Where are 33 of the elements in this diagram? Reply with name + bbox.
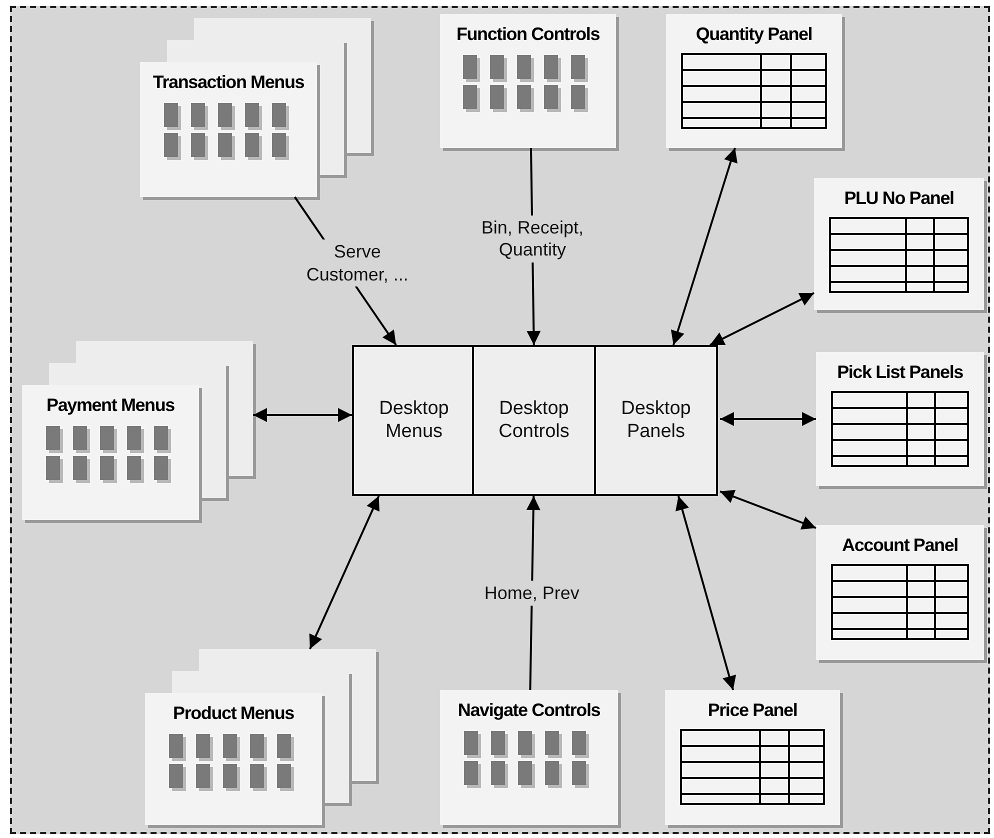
arrow: [710, 292, 814, 346]
menu-card-stack: [22, 341, 256, 523]
menu-card-stack: [140, 18, 374, 200]
arrow: [720, 490, 816, 530]
arrow: [720, 412, 816, 426]
panel-card: [816, 352, 984, 486]
section-label: Desktop Panels: [620, 398, 692, 444]
menu-card: [440, 14, 616, 148]
panel-card: [666, 14, 842, 148]
arrow: [675, 496, 736, 690]
menu-card: [440, 690, 618, 825]
card-title: Account Panel: [842, 535, 958, 556]
menu-card-stack: [145, 649, 379, 828]
card-title: Transaction Menus: [152, 72, 304, 93]
arrow: [526, 496, 540, 690]
desktop-section: [472, 345, 596, 496]
section-label: Desktop Controls: [498, 398, 570, 444]
card-title: Price Panel: [708, 700, 798, 721]
card-title: Payment Menus: [46, 395, 174, 416]
arrow: [670, 148, 738, 346]
arrow: [253, 408, 352, 422]
card-title: PLU No Panel: [844, 188, 954, 209]
card-title: Product Menus: [173, 703, 294, 724]
panel-card: [665, 690, 840, 825]
desktop-section: [594, 345, 718, 496]
card-title: Pick List Panels: [837, 362, 963, 383]
panel-card: [816, 525, 984, 660]
panel-card: [814, 178, 984, 310]
card-title: Navigate Controls: [458, 700, 600, 721]
card-title: Function Controls: [456, 24, 600, 45]
arrow: [309, 496, 380, 650]
section-label: Desktop Menus: [378, 398, 450, 444]
card-title: Quantity Panel: [696, 24, 812, 45]
